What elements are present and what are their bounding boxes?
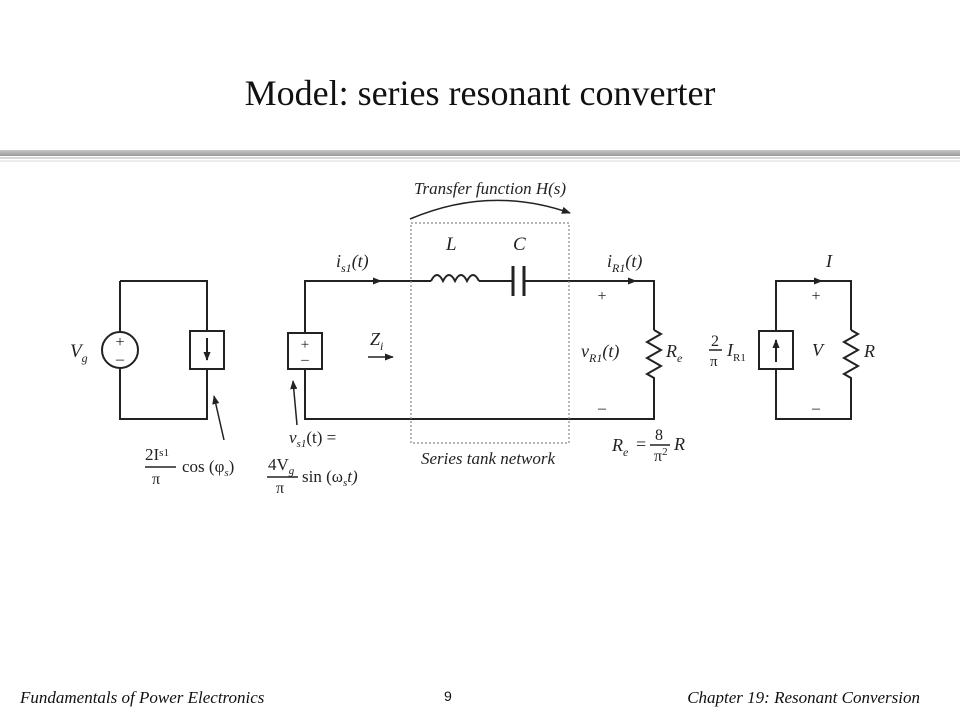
ac-voltage-source-box (287, 332, 323, 370)
vR1-minus: – (597, 400, 607, 417)
title-divider (0, 150, 960, 156)
output-current-expression: 2 π IR1 (709, 333, 746, 370)
bottom-return-wire (304, 369, 655, 420)
svg-text:8: 8 (655, 427, 663, 444)
title-divider-highlight (0, 160, 960, 162)
output-bottom-wire (775, 369, 852, 420)
vg-minus: – (115, 351, 125, 368)
output-voltage-label: V (812, 340, 825, 360)
re-formula: Re = 8 π2 R (611, 427, 685, 465)
page-title: Model: series resonant converter (244, 73, 716, 113)
footer-book-title: Fundamentals of Power Electronics (20, 688, 265, 707)
svg-text:=: = (636, 434, 646, 454)
current-source-expression: 2Is1 π cos (φs) (145, 445, 234, 488)
vg-plus: + (115, 334, 124, 351)
top-wire-right (524, 280, 655, 330)
vs1-minus: – (300, 352, 309, 368)
svg-text:IR1: IR1 (726, 340, 746, 364)
tank-circuit (287, 266, 664, 420)
title-divider-shadow (0, 157, 960, 159)
pointer-arrow-current-source (212, 395, 225, 441)
output-minus: – (811, 400, 821, 417)
is1-label: is1(t) (336, 251, 369, 275)
vR1-plus: + (597, 288, 606, 305)
re-label: Re (665, 341, 683, 365)
output-current-source (758, 330, 794, 370)
svg-text:π: π (152, 471, 160, 488)
svg-text:2: 2 (711, 333, 719, 350)
vs1-plus: + (301, 337, 309, 353)
svg-text:π: π (276, 480, 284, 497)
pointer-arrow-vs1 (290, 380, 298, 426)
svg-text:sin (ωst): sin (ωst) (302, 467, 358, 489)
series-tank-box (410, 222, 570, 444)
zi-label: Zi (370, 329, 383, 353)
svg-text:cos (φs): cos (φs) (182, 457, 234, 479)
svg-text:vs1(t) =: vs1(t) = (289, 428, 336, 450)
transfer-function-label: Transfer function H(s) (414, 179, 566, 198)
top-wire-left (304, 280, 431, 333)
dc-input-circuit (101, 280, 225, 420)
capacitor-label: C (513, 234, 526, 255)
svg-text:4Vg: 4Vg (268, 455, 295, 477)
output-resistor-R (841, 329, 861, 380)
vR1-label: vR1(t) (581, 341, 619, 365)
vg-label: Vg (70, 341, 88, 365)
svg-text:2Is1: 2Is1 (145, 445, 169, 464)
input-loop-wire (119, 280, 208, 420)
inductor-label: L (445, 234, 457, 255)
output-plus: + (811, 288, 820, 305)
dc-voltage-source (101, 331, 139, 369)
svg-text:R: R (673, 434, 685, 454)
dependent-current-source (189, 330, 225, 370)
output-resistor-label: R (863, 341, 875, 361)
transfer-function-arrow (409, 199, 571, 220)
inductor-L (430, 274, 480, 284)
output-circuit (758, 280, 861, 420)
resistor-Re (644, 329, 664, 380)
iR1-label: iR1(t) (607, 251, 642, 275)
svg-text:π2: π2 (654, 446, 668, 465)
svg-text:Re: Re (611, 435, 629, 459)
series-tank-label: Series tank network (421, 449, 556, 468)
svg-text:π: π (710, 354, 718, 370)
footer-chapter: Chapter 19: Resonant Conversion (687, 688, 920, 707)
output-current-label: I (825, 251, 833, 271)
vs1-expression: vs1(t) = 4Vg π sin (ωst) (267, 428, 358, 497)
page-number: 9 (444, 688, 452, 704)
